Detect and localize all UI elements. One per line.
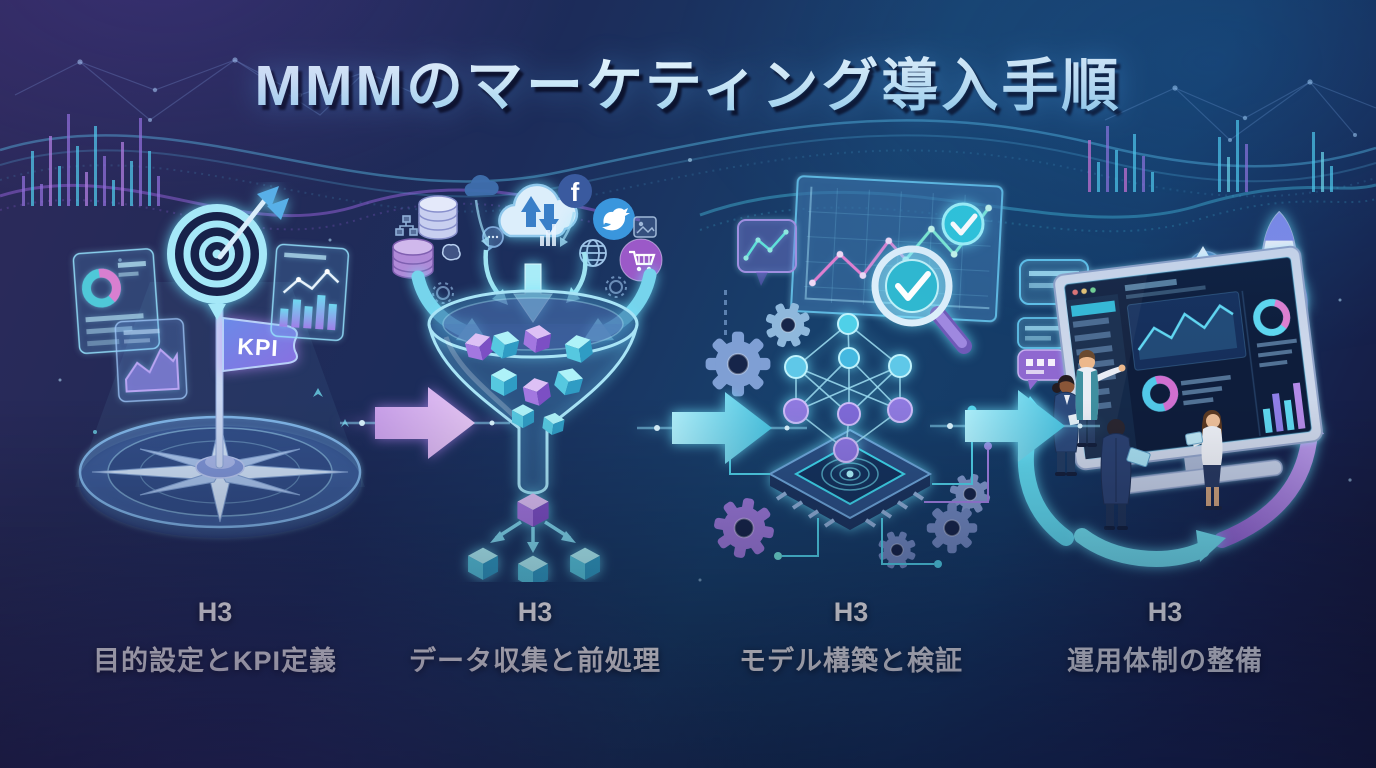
page-title: MMMのマーケティング導入手順 xyxy=(0,40,1376,122)
stage-3-illustration xyxy=(700,172,1010,589)
facebook-letter: f xyxy=(571,177,580,207)
stage-1-illustration: KPI xyxy=(55,182,375,567)
stage-2-caption: H3 データ収集と前処理 xyxy=(365,597,705,678)
flow-arrow-icon xyxy=(637,392,807,464)
cycle-arrow-bottom xyxy=(1074,528,1226,567)
flow-arrow-icon xyxy=(930,390,1100,462)
database-icon xyxy=(392,238,434,279)
stage-2-label: データ収集と前処理 xyxy=(409,646,661,676)
twitter-icon xyxy=(593,198,635,240)
area-chart-panel-icon xyxy=(114,318,188,403)
stage-3-heading: H3 xyxy=(833,597,869,627)
database-icon xyxy=(418,195,458,240)
kpi-flag-label: KPI xyxy=(237,333,280,361)
bar-chart-panel-icon xyxy=(270,243,350,342)
stage-3-caption: H3 モデル構築と検証 xyxy=(681,597,1021,678)
stage-4-illustration xyxy=(1004,168,1372,587)
stage-1-label: 目的設定とKPI定義 xyxy=(92,646,337,676)
stage-2-illustration: f xyxy=(388,172,688,588)
brain-icon xyxy=(441,243,461,261)
facebook-icon: f xyxy=(558,174,592,208)
flag-pole xyxy=(215,297,224,469)
funnel-output xyxy=(468,493,600,588)
stage-1-heading: H3 xyxy=(197,597,233,627)
photo-doc-icon xyxy=(633,216,657,238)
cloud-icon xyxy=(464,174,499,196)
line-chart-panel-icon xyxy=(737,219,797,286)
binary-dots xyxy=(724,290,727,335)
stage-3-label: モデル構築と検証 xyxy=(739,646,963,676)
org-chart-icon xyxy=(395,215,418,236)
flow-arrow-icon xyxy=(340,387,510,459)
stage-2-heading: H3 xyxy=(517,597,553,627)
stage-4-caption: H3 運用体制の整備 xyxy=(995,597,1335,678)
stage-1-caption: H3 目的設定とKPI定義 xyxy=(45,597,385,678)
stage-4-heading: H3 xyxy=(1147,597,1183,627)
check-badge-icon xyxy=(941,202,985,246)
stage-4-label: 運用体制の整備 xyxy=(1067,646,1263,676)
